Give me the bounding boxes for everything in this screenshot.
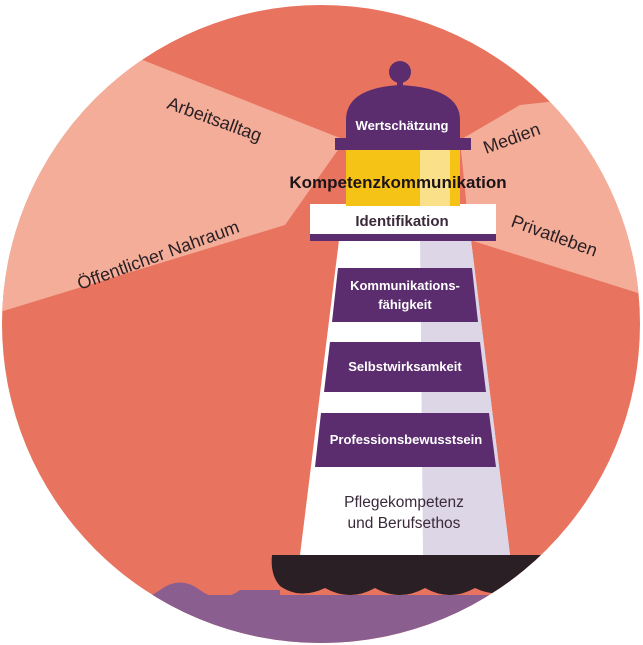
base-line-2: und Berufsethos xyxy=(348,515,461,532)
base-line-1: Pflegekompetenz xyxy=(344,494,464,511)
level-1-line-1: Kommunikations- xyxy=(350,278,460,293)
level-3-label: Professionsbewusstsein xyxy=(330,432,482,447)
sea xyxy=(150,595,643,645)
gallery-rail xyxy=(310,234,496,241)
gallery-label: Identifikation xyxy=(355,213,448,230)
rocks xyxy=(272,555,560,595)
band-kommunikation xyxy=(332,268,478,322)
level-1-line-2: fähigkeit xyxy=(378,297,432,312)
level-2-label: Selbstwirksamkeit xyxy=(348,359,462,374)
lantern-label: Wertschätzung xyxy=(356,118,449,133)
lantern-roof-rim xyxy=(335,138,471,150)
center-title: Kompetenzkommunikation xyxy=(289,173,506,192)
